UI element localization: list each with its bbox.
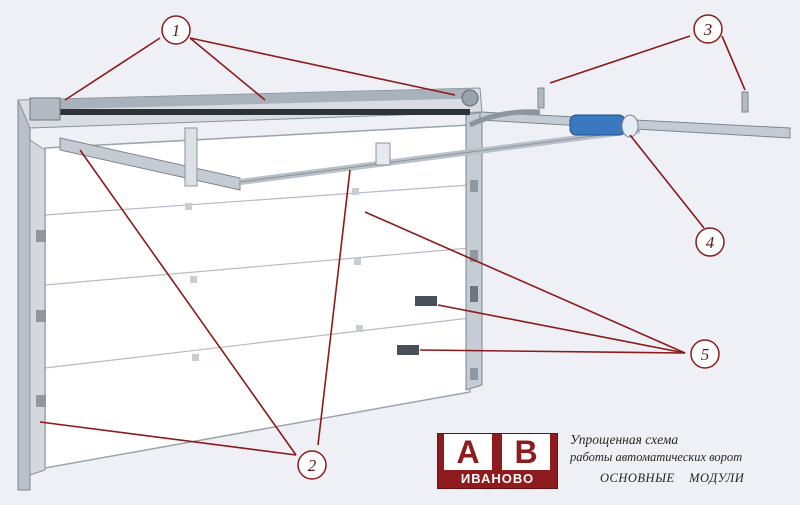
svg-text:2: 2: [308, 456, 317, 475]
torsion-spring-shaft: [17, 87, 483, 129]
caption-title: Упрощенная схема: [570, 432, 679, 447]
callout-4: 4: [695, 227, 725, 257]
svg-text:4: 4: [706, 233, 715, 252]
logo-letter-b: В: [502, 434, 550, 470]
door-handle: [397, 296, 437, 355]
callout-1: 1: [161, 15, 191, 45]
caption-subtitle: работы автоматических ворот: [570, 450, 743, 464]
company-logo: А В ИВАНОВО: [437, 433, 558, 489]
ceiling-brackets: [537, 87, 749, 113]
drive-rail: [239, 127, 641, 185]
right-vertical-frame: [465, 111, 483, 391]
callout-2: 2: [297, 450, 327, 480]
callout-3: 3: [693, 14, 723, 44]
left-vertical-frame: [17, 99, 46, 491]
callout-leader-lines: [39, 35, 746, 456]
svg-text:5: 5: [701, 345, 710, 364]
logo-city: ИВАНОВО: [460, 471, 535, 486]
svg-text:1: 1: [172, 21, 181, 40]
door-panel: [44, 124, 471, 469]
svg-text:3: 3: [703, 20, 713, 39]
callout-5: 5: [690, 339, 720, 369]
drive-motor: [569, 114, 639, 138]
logo-letter-a: А: [444, 434, 492, 470]
caption-modules: ОСНОВНЫЕ МОДУЛИ: [600, 471, 745, 485]
